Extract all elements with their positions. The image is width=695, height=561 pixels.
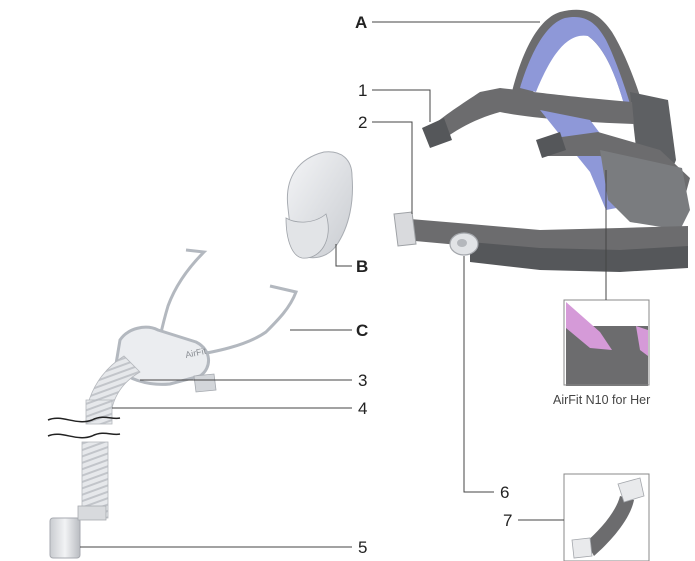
strap-inset-tab-bottom — [572, 538, 592, 558]
nasal-cushion — [286, 152, 352, 258]
elbow-tab — [194, 374, 216, 392]
leader-6 — [464, 256, 494, 492]
label-1: 1 — [358, 82, 367, 99]
headgear — [394, 10, 690, 272]
quick-release-clip-hole — [457, 239, 467, 247]
label-B: B — [356, 258, 368, 275]
frame-arm-right — [190, 286, 296, 356]
leader-B — [336, 244, 352, 266]
tube-cuff — [78, 506, 106, 520]
strap-inset — [564, 474, 649, 561]
lower-strap-clip — [394, 212, 416, 246]
her-inset — [564, 300, 649, 386]
her-inset-caption: AirFit N10 for Her — [553, 394, 650, 407]
air-tube — [48, 356, 140, 558]
label-2: 2 — [358, 114, 367, 131]
tube-connector-5 — [50, 518, 80, 558]
label-A: A — [355, 14, 367, 31]
label-7: 7 — [503, 512, 512, 529]
side-connector — [600, 150, 690, 230]
label-6: 6 — [500, 484, 509, 501]
label-5: 5 — [358, 539, 367, 556]
label-4: 4 — [358, 400, 367, 417]
mask-frame — [116, 250, 296, 384]
leader-2 — [372, 122, 412, 214]
leader-1 — [372, 90, 430, 122]
label-3: 3 — [358, 372, 367, 389]
label-C: C — [356, 322, 368, 339]
